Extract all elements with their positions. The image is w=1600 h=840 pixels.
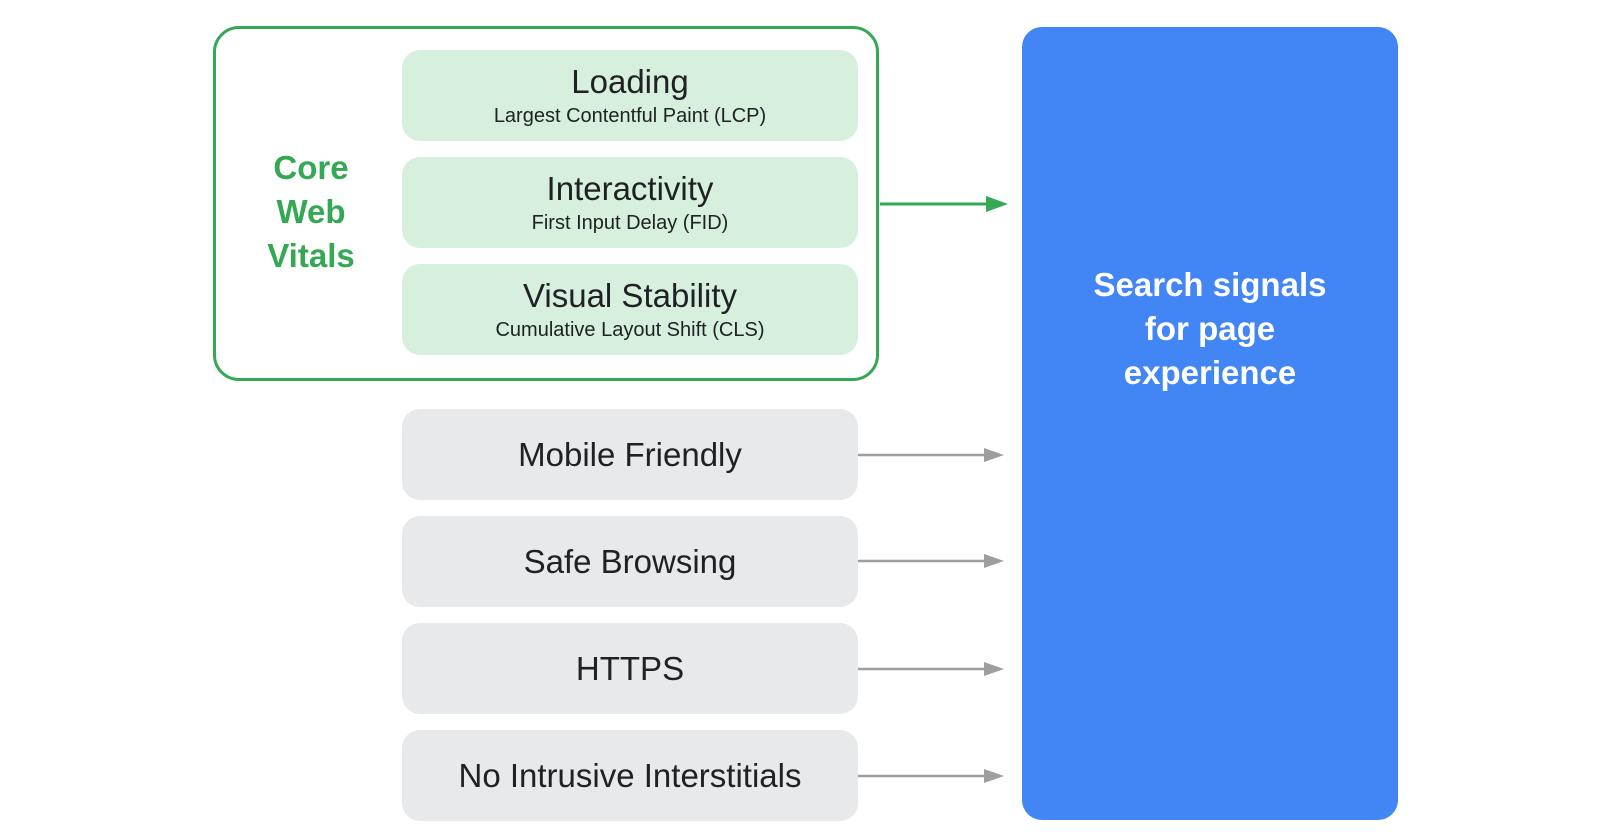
- page-experience-signals-label-line: experience: [1123, 353, 1297, 391]
- metric-title: Loading: [571, 62, 689, 100]
- metric-title: Visual Stability: [522, 276, 737, 314]
- page-experience-signals-label-line: Search signals: [1093, 265, 1327, 303]
- safe-browsing-arrow: [858, 554, 1004, 568]
- metric-box-loading: Loading Largest Contentful Paint (LCP): [402, 50, 858, 141]
- metric-subtitle: Cumulative Layout Shift (CLS): [495, 318, 765, 341]
- core-web-vitals-label: Core Web Vitals: [236, 146, 386, 278]
- metric-title: Interactivity: [546, 169, 714, 207]
- signal-title: No Intrusive Interstitials: [458, 756, 802, 794]
- page-experience-signals-label-line: for page: [1144, 309, 1276, 347]
- signal-box-https: HTTPS: [402, 623, 858, 714]
- metric-subtitle: Largest Contentful Paint (LCP): [493, 104, 767, 127]
- core-web-vitals-label-line: Web: [276, 193, 346, 230]
- metric-box-interactivity: Interactivity First Input Delay (FID): [402, 157, 858, 248]
- https-arrow: [858, 662, 1004, 676]
- core-web-vitals-label-line: Core: [273, 149, 349, 186]
- no-intrusive-interstitials-arrow: [858, 769, 1004, 783]
- signal-box-safe-browsing: Safe Browsing: [402, 516, 858, 607]
- core-web-vitals-group: [213, 26, 879, 381]
- signal-title: Safe Browsing: [523, 542, 737, 580]
- metric-subtitle: First Input Delay (FID): [531, 211, 729, 234]
- signal-box-no-intrusive-interstitials: No Intrusive Interstitials: [402, 730, 858, 821]
- mobile-friendly-arrow: [858, 448, 1004, 462]
- page-experience-signals-label: Search signals for page experience: [1060, 263, 1360, 395]
- signal-title: HTTPS: [575, 649, 685, 687]
- core-web-vitals-arrow: [880, 196, 1008, 212]
- metric-box-visual-stability: Visual Stability Cumulative Layout Shift…: [402, 264, 858, 355]
- signal-title: Mobile Friendly: [518, 435, 742, 473]
- core-web-vitals-label-line: Vitals: [267, 237, 355, 274]
- signal-box-mobile-friendly: Mobile Friendly: [402, 409, 858, 500]
- page-experience-signals-block: Search signals for page experience: [1022, 27, 1398, 820]
